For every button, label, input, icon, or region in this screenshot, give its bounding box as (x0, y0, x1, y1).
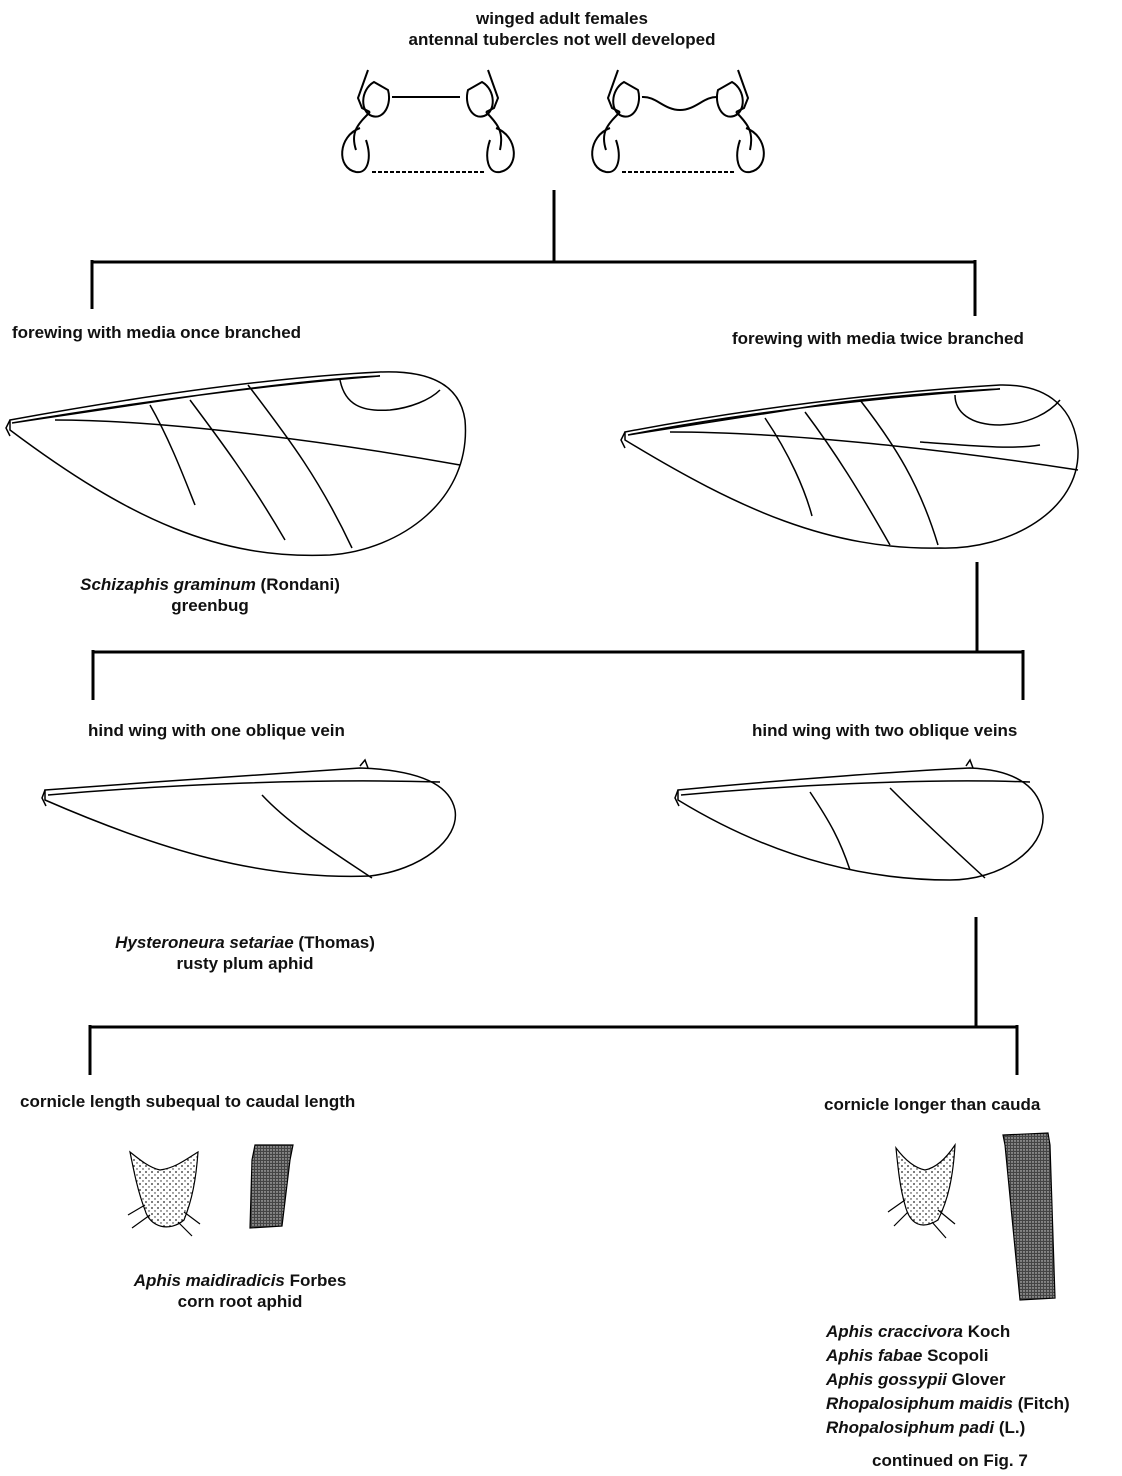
species-list-item: Aphis fabae Scopoli (826, 1344, 1070, 1368)
species-author: Forbes (285, 1271, 346, 1290)
species-list-item: Aphis craccivora Koch (826, 1320, 1070, 1344)
head-drawing-left (342, 70, 514, 172)
hindwing-one-vein-drawing (42, 760, 455, 878)
node-hind-one-vein: hind wing with one oblique vein (88, 720, 345, 741)
cornicle-drawing-right (1003, 1133, 1055, 1300)
result-greenbug: Schizaphis graminum (Rondani) greenbug (80, 574, 340, 616)
cornicle-drawing-left (250, 1145, 293, 1228)
node-forewing-twice: forewing with media twice branched (732, 328, 1024, 349)
node-cornicle-longer: cornicle longer than cauda (824, 1094, 1040, 1115)
species-name: Aphis maidiradicis (134, 1271, 285, 1290)
result-corn-root-aphid: Aphis maidiradicis Forbes corn root aphi… (134, 1270, 347, 1312)
title-line-2: antennal tubercles not well developed (408, 29, 715, 50)
species-name: Hysteroneura setariae (115, 933, 294, 952)
title-line-1: winged adult females (408, 8, 715, 29)
forewing-twice-branched-drawing (621, 385, 1078, 548)
species-author: (Rondani) (256, 575, 340, 594)
species-author: (Thomas) (294, 933, 375, 952)
result-rusty-plum-aphid: Hysteroneura setariae (Thomas) rusty plu… (115, 932, 375, 974)
species-list-item: Aphis gossypii Glover (826, 1368, 1070, 1392)
continued-note: continued on Fig. 7 (872, 1450, 1028, 1471)
cauda-drawing-right (888, 1145, 955, 1238)
common-name: rusty plum aphid (115, 953, 375, 974)
common-name: corn root aphid (134, 1291, 347, 1312)
hindwing-two-veins-drawing (675, 760, 1043, 880)
species-list-item: Rhopalosiphum padi (L.) (826, 1416, 1070, 1440)
diagram-title: winged adult females antennal tubercles … (408, 8, 715, 50)
species-list-item: Rhopalosiphum maidis (Fitch) (826, 1392, 1070, 1416)
node-hind-two-veins: hind wing with two oblique veins (752, 720, 1017, 741)
forewing-once-branched-drawing (6, 372, 465, 556)
common-name: greenbug (80, 595, 340, 616)
species-name: Schizaphis graminum (80, 575, 256, 594)
node-forewing-once: forewing with media once branched (12, 322, 301, 343)
cauda-drawing-left (128, 1152, 200, 1236)
node-cornicle-subequal: cornicle length subequal to caudal lengt… (20, 1091, 355, 1112)
result-species-list: Aphis craccivora Koch Aphis fabae Scopol… (826, 1320, 1070, 1440)
head-drawing-right (592, 70, 764, 172)
